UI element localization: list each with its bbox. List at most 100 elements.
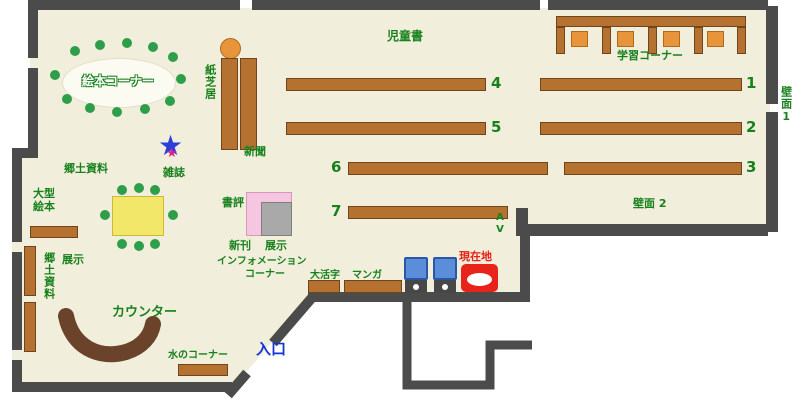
study-desk-top	[556, 16, 746, 27]
label-information-line1: インフォメーション	[217, 256, 307, 267]
label-wall-face-2: 壁面 2	[633, 197, 667, 210]
label-large-print: 大活字	[310, 270, 340, 281]
study-desk-divider	[648, 27, 657, 54]
chair-dot	[168, 52, 178, 62]
chair-dot	[176, 74, 186, 84]
shelf-number-7: 7	[331, 202, 342, 220]
label-book-review: 書評	[222, 196, 244, 209]
wall-left-upper-1	[28, 0, 38, 58]
label-information-line2: コーナー	[245, 269, 285, 280]
bookshelf-7	[348, 206, 508, 219]
star-icon: ★	[166, 146, 178, 161]
chair-dot	[85, 103, 95, 113]
chair-dot	[150, 185, 160, 195]
wall-bottom-left	[12, 382, 232, 392]
label-display-left: 展示	[62, 253, 84, 266]
study-chair	[617, 31, 634, 47]
shelf-number-4: 4	[491, 74, 502, 92]
bookshelf-6	[348, 162, 548, 175]
study-desk-divider	[602, 27, 611, 54]
study-chair	[571, 31, 588, 47]
large-picture-book-shelf	[30, 226, 78, 238]
label-childrens-books: 児童書	[387, 29, 424, 43]
chair-dot	[95, 40, 105, 50]
reading-table	[112, 196, 164, 236]
label-magazines: 雑誌	[163, 166, 185, 179]
manga-shelf	[344, 280, 402, 293]
opac-terminal-screen	[404, 257, 428, 280]
wall-lower-mid-bottom	[308, 292, 530, 302]
chair-dot	[150, 239, 160, 249]
wall-top-1	[28, 0, 240, 10]
bookshelf-2	[540, 122, 742, 135]
wall-left-lower-2	[12, 252, 22, 350]
chair-dot	[140, 104, 150, 114]
service-counter	[58, 308, 161, 363]
opac-terminal-button	[413, 284, 419, 290]
kamishibai-shelf	[221, 58, 238, 150]
shelf-number-2: 2	[746, 118, 757, 136]
chair-dot	[122, 38, 132, 48]
study-chair	[663, 31, 680, 47]
label-study-corner: 学習コーナー	[617, 49, 683, 62]
chair-dot	[117, 239, 127, 249]
local-materials-shelf-1	[24, 246, 36, 296]
shelf-number-5: 5	[491, 118, 502, 136]
shelf-number-1: 1	[746, 74, 757, 92]
chair-dot	[112, 107, 122, 117]
wall-top-2	[252, 0, 540, 10]
magazine-star-marker: ★ ★	[158, 130, 190, 168]
chair-dot	[134, 183, 144, 193]
wall-left-lower-3	[12, 360, 22, 392]
label-av: AV	[494, 212, 506, 236]
wall-top-3	[548, 0, 768, 10]
study-desk-divider	[556, 27, 565, 54]
newspaper-rack	[240, 58, 257, 150]
label-display-mid: 展示	[265, 239, 287, 252]
study-desk-divider	[737, 27, 746, 54]
opac-terminal-button	[442, 284, 448, 290]
shelf-number-6: 6	[331, 158, 342, 176]
floor	[12, 8, 770, 392]
wall-left-lower-1	[12, 158, 22, 242]
label-newspaper: 新聞	[244, 145, 266, 158]
chair-dot	[168, 210, 178, 220]
chair-dot	[148, 42, 158, 52]
study-chair	[707, 31, 724, 47]
label-current-location: 現在地	[459, 250, 492, 263]
chair-dot	[100, 210, 110, 220]
opac-terminal-screen	[433, 257, 457, 280]
chair-dot	[134, 241, 144, 251]
bookshelf-1	[540, 78, 742, 91]
bookshelf-3	[564, 162, 742, 175]
wall-right-1	[766, 6, 778, 104]
label-large-picture-books-line1: 大型	[33, 187, 55, 200]
outside-stairs	[402, 300, 532, 390]
chair-dot	[62, 94, 72, 104]
display-case	[261, 202, 292, 236]
chair-dot	[165, 96, 175, 106]
chair-dot	[70, 46, 80, 56]
label-water-corner: 水のコーナー	[168, 350, 228, 361]
study-desk-divider	[694, 27, 703, 54]
label-large-picture-books-line2: 絵本	[33, 199, 55, 213]
wall-stub-av	[516, 208, 528, 236]
round-stool	[220, 38, 241, 59]
shelf-number-3: 3	[746, 158, 757, 176]
local-materials-shelf-2	[24, 302, 36, 352]
label-wall-face-1: 壁面1	[779, 86, 793, 124]
label-kamishibai: 紙芝居	[203, 64, 217, 100]
label-local-materials-top: 郷土資料	[64, 162, 108, 175]
wall-right-2	[766, 112, 778, 232]
current-location-marker-inner	[467, 273, 492, 286]
label-local-materials-left: 郷土資料	[42, 252, 56, 300]
label-picture-book-corner: 絵本コーナー	[81, 74, 154, 88]
wall-bottom-right	[528, 224, 768, 236]
chair-dot	[117, 185, 127, 195]
bookshelf-5	[286, 122, 486, 135]
bookshelf-4	[286, 78, 486, 91]
wall-left-step	[12, 148, 38, 158]
water-corner-shelf	[178, 364, 228, 376]
